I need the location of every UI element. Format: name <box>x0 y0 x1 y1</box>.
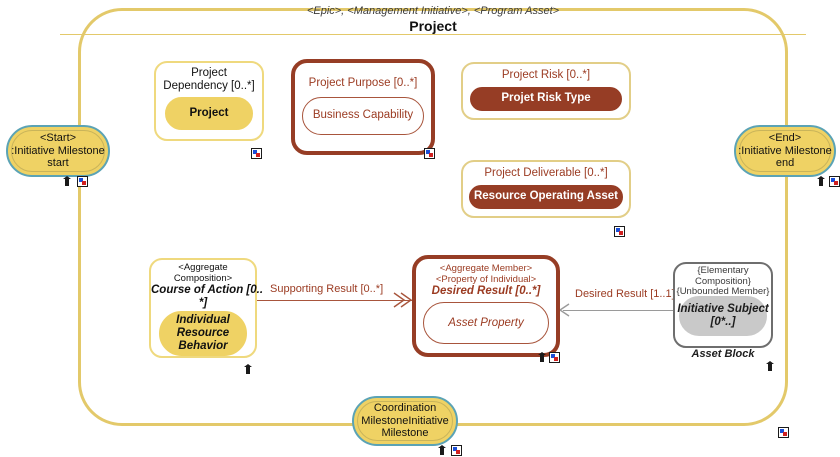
milestone-coordination-line3: Milestone <box>381 427 429 440</box>
node-project-purpose[interactable]: Project Purpose [0..*] Business Capabili… <box>291 59 435 155</box>
frame-title: Project <box>409 18 457 34</box>
node-asset-block-stereotype-line1: {Elementary <box>697 265 749 276</box>
node-course-of-action-stereotype-line2: Composition> <box>173 272 233 284</box>
node-project-risk-header: Project Risk [0..*] <box>463 64 629 82</box>
milestone-start-anchor-icon[interactable] <box>62 176 73 187</box>
node-asset-block-header: {Elementary Composition} {Unbounded Memb… <box>675 264 771 298</box>
frame-ref-badge[interactable] <box>778 427 789 438</box>
node-desired-result-ref-badge[interactable] <box>549 352 560 363</box>
node-desired-result-classifier[interactable]: Asset Property <box>423 302 549 345</box>
milestone-start-ref-badge[interactable] <box>77 176 88 187</box>
node-asset-block-classifier[interactable]: Initiative Subject [0*..] <box>677 295 769 336</box>
milestone-coordination-text: Coordination MilestoneInitiative Milesto… <box>357 402 452 441</box>
milestone-end-text: <End> :Initiative Milestone end <box>734 132 836 171</box>
milestone-start-role: start <box>47 157 69 170</box>
milestone-coordination-anchor-icon[interactable] <box>437 445 448 456</box>
node-course-of-action-stereotype-line1: <Aggregate <box>178 262 228 273</box>
milestone-start-text: <Start> :Initiative Milestone start <box>7 132 109 171</box>
node-project-purpose-header: Project Purpose [0..*] <box>295 63 431 90</box>
frame-stereotypes: <Epic>, <Management Initiative>, <Progra… <box>306 5 560 17</box>
node-project-deliverable-header: Project Deliverable [0..*] <box>463 162 629 180</box>
node-project-risk-role: Project Risk [0..*] <box>501 69 591 81</box>
node-course-of-action-header: <Aggregate Composition> Course of Action… <box>151 260 264 310</box>
node-asset-block-anchor-icon[interactable] <box>765 361 776 372</box>
node-project-risk-classifier[interactable]: Projet Risk Type <box>470 86 622 111</box>
node-asset-block[interactable]: {Elementary Composition} {Unbounded Memb… <box>673 262 773 348</box>
connector-desired-result-arrowhead <box>558 303 570 317</box>
node-project-deliverable-classifier[interactable]: Resource Operating Asset <box>469 184 623 209</box>
node-course-of-action-role-line1: Course of Action [0.. <box>151 284 264 297</box>
node-project-dependency-header: Project Dependency [0..*] <box>156 63 262 93</box>
node-project-deliverable[interactable]: Project Deliverable [0..*] Resource Oper… <box>461 160 631 218</box>
connector-supporting-result-line <box>257 300 412 301</box>
milestone-coordination-line1: Coordination <box>373 401 437 414</box>
milestone-start-stereotype: <Start> <box>39 131 77 144</box>
milestone-end[interactable]: <End> :Initiative Milestone end <box>734 125 836 177</box>
node-desired-result-stereotype-line2: <Property of Individual> <box>435 273 537 285</box>
connector-supporting-result-arrowhead <box>393 292 413 308</box>
node-project-dependency-role-line2: Dependency [0..*] <box>163 79 255 92</box>
node-project-dependency-classifier[interactable]: Project <box>165 96 253 130</box>
milestone-coordination[interactable]: Coordination MilestoneInitiative Milesto… <box>352 396 458 446</box>
connector-supporting-result-label: Supporting Result [0..*] <box>270 283 384 295</box>
connector-desired-result-label: Desired Result [1..1] <box>575 288 675 300</box>
node-project-deliverable-role: Project Deliverable [0..*] <box>484 167 608 179</box>
node-asset-block-caption: Asset Block <box>691 348 755 360</box>
node-project-risk[interactable]: Project Risk [0..*] Projet Risk Type <box>461 62 631 120</box>
node-course-of-action-classifier-line1: Individual <box>176 314 230 327</box>
milestone-coordination-line2: MilestoneInitiative <box>361 414 449 427</box>
node-desired-result[interactable]: <Aggregate Member> <Property of Individu… <box>412 255 560 357</box>
node-desired-result-anchor-icon[interactable] <box>537 352 548 363</box>
node-project-purpose-ref-badge[interactable] <box>424 148 435 159</box>
node-asset-block-stereotype-line2: Composition} <box>695 275 751 287</box>
node-project-purpose-classifier[interactable]: Business Capability <box>302 96 424 135</box>
node-asset-block-stereotype-line3: {Unbounded Member} <box>676 286 770 298</box>
node-desired-result-stereotype-line1: <Aggregate Member> <box>439 263 533 274</box>
node-project-dependency-role-line1: Project <box>191 67 227 79</box>
milestone-coordination-ref-badge[interactable] <box>451 445 462 456</box>
node-project-dependency[interactable]: Project Dependency [0..*] Project <box>154 61 264 141</box>
node-asset-block-classifier-line2: [0*..] <box>710 315 736 328</box>
node-project-dependency-ref-badge[interactable] <box>251 148 262 159</box>
frame-title-divider <box>60 34 806 35</box>
milestone-end-ref-badge[interactable] <box>829 176 840 187</box>
node-course-of-action-role-line2: *] <box>198 297 208 310</box>
node-course-of-action-classifier-line2: Resource <box>176 327 230 340</box>
node-project-deliverable-ref-badge[interactable] <box>614 226 625 237</box>
milestone-end-anchor-icon[interactable] <box>816 176 827 187</box>
node-course-of-action-classifier-line3: Behavior <box>178 339 228 352</box>
milestone-start[interactable]: <Start> :Initiative Milestone start <box>6 125 110 177</box>
node-desired-result-header: <Aggregate Member> <Property of Individu… <box>416 259 556 298</box>
node-course-of-action[interactable]: <Aggregate Composition> Course of Action… <box>149 258 264 358</box>
node-course-of-action-anchor-icon[interactable] <box>243 364 254 375</box>
node-project-purpose-role: Project Purpose [0..*] <box>308 77 418 89</box>
node-desired-result-role: Desired Result [0..*] <box>431 285 541 298</box>
connector-desired-result-line <box>563 310 673 311</box>
milestone-start-instance: :Initiative Milestone <box>11 144 105 157</box>
node-asset-block-classifier-line1: Initiative Subject <box>677 303 769 315</box>
milestone-end-instance: :Initiative Milestone <box>738 144 832 157</box>
milestone-end-stereotype: <End> <box>768 131 802 144</box>
milestone-end-role: end <box>775 157 795 170</box>
node-course-of-action-classifier[interactable]: Individual Resource Behavior <box>159 311 247 356</box>
